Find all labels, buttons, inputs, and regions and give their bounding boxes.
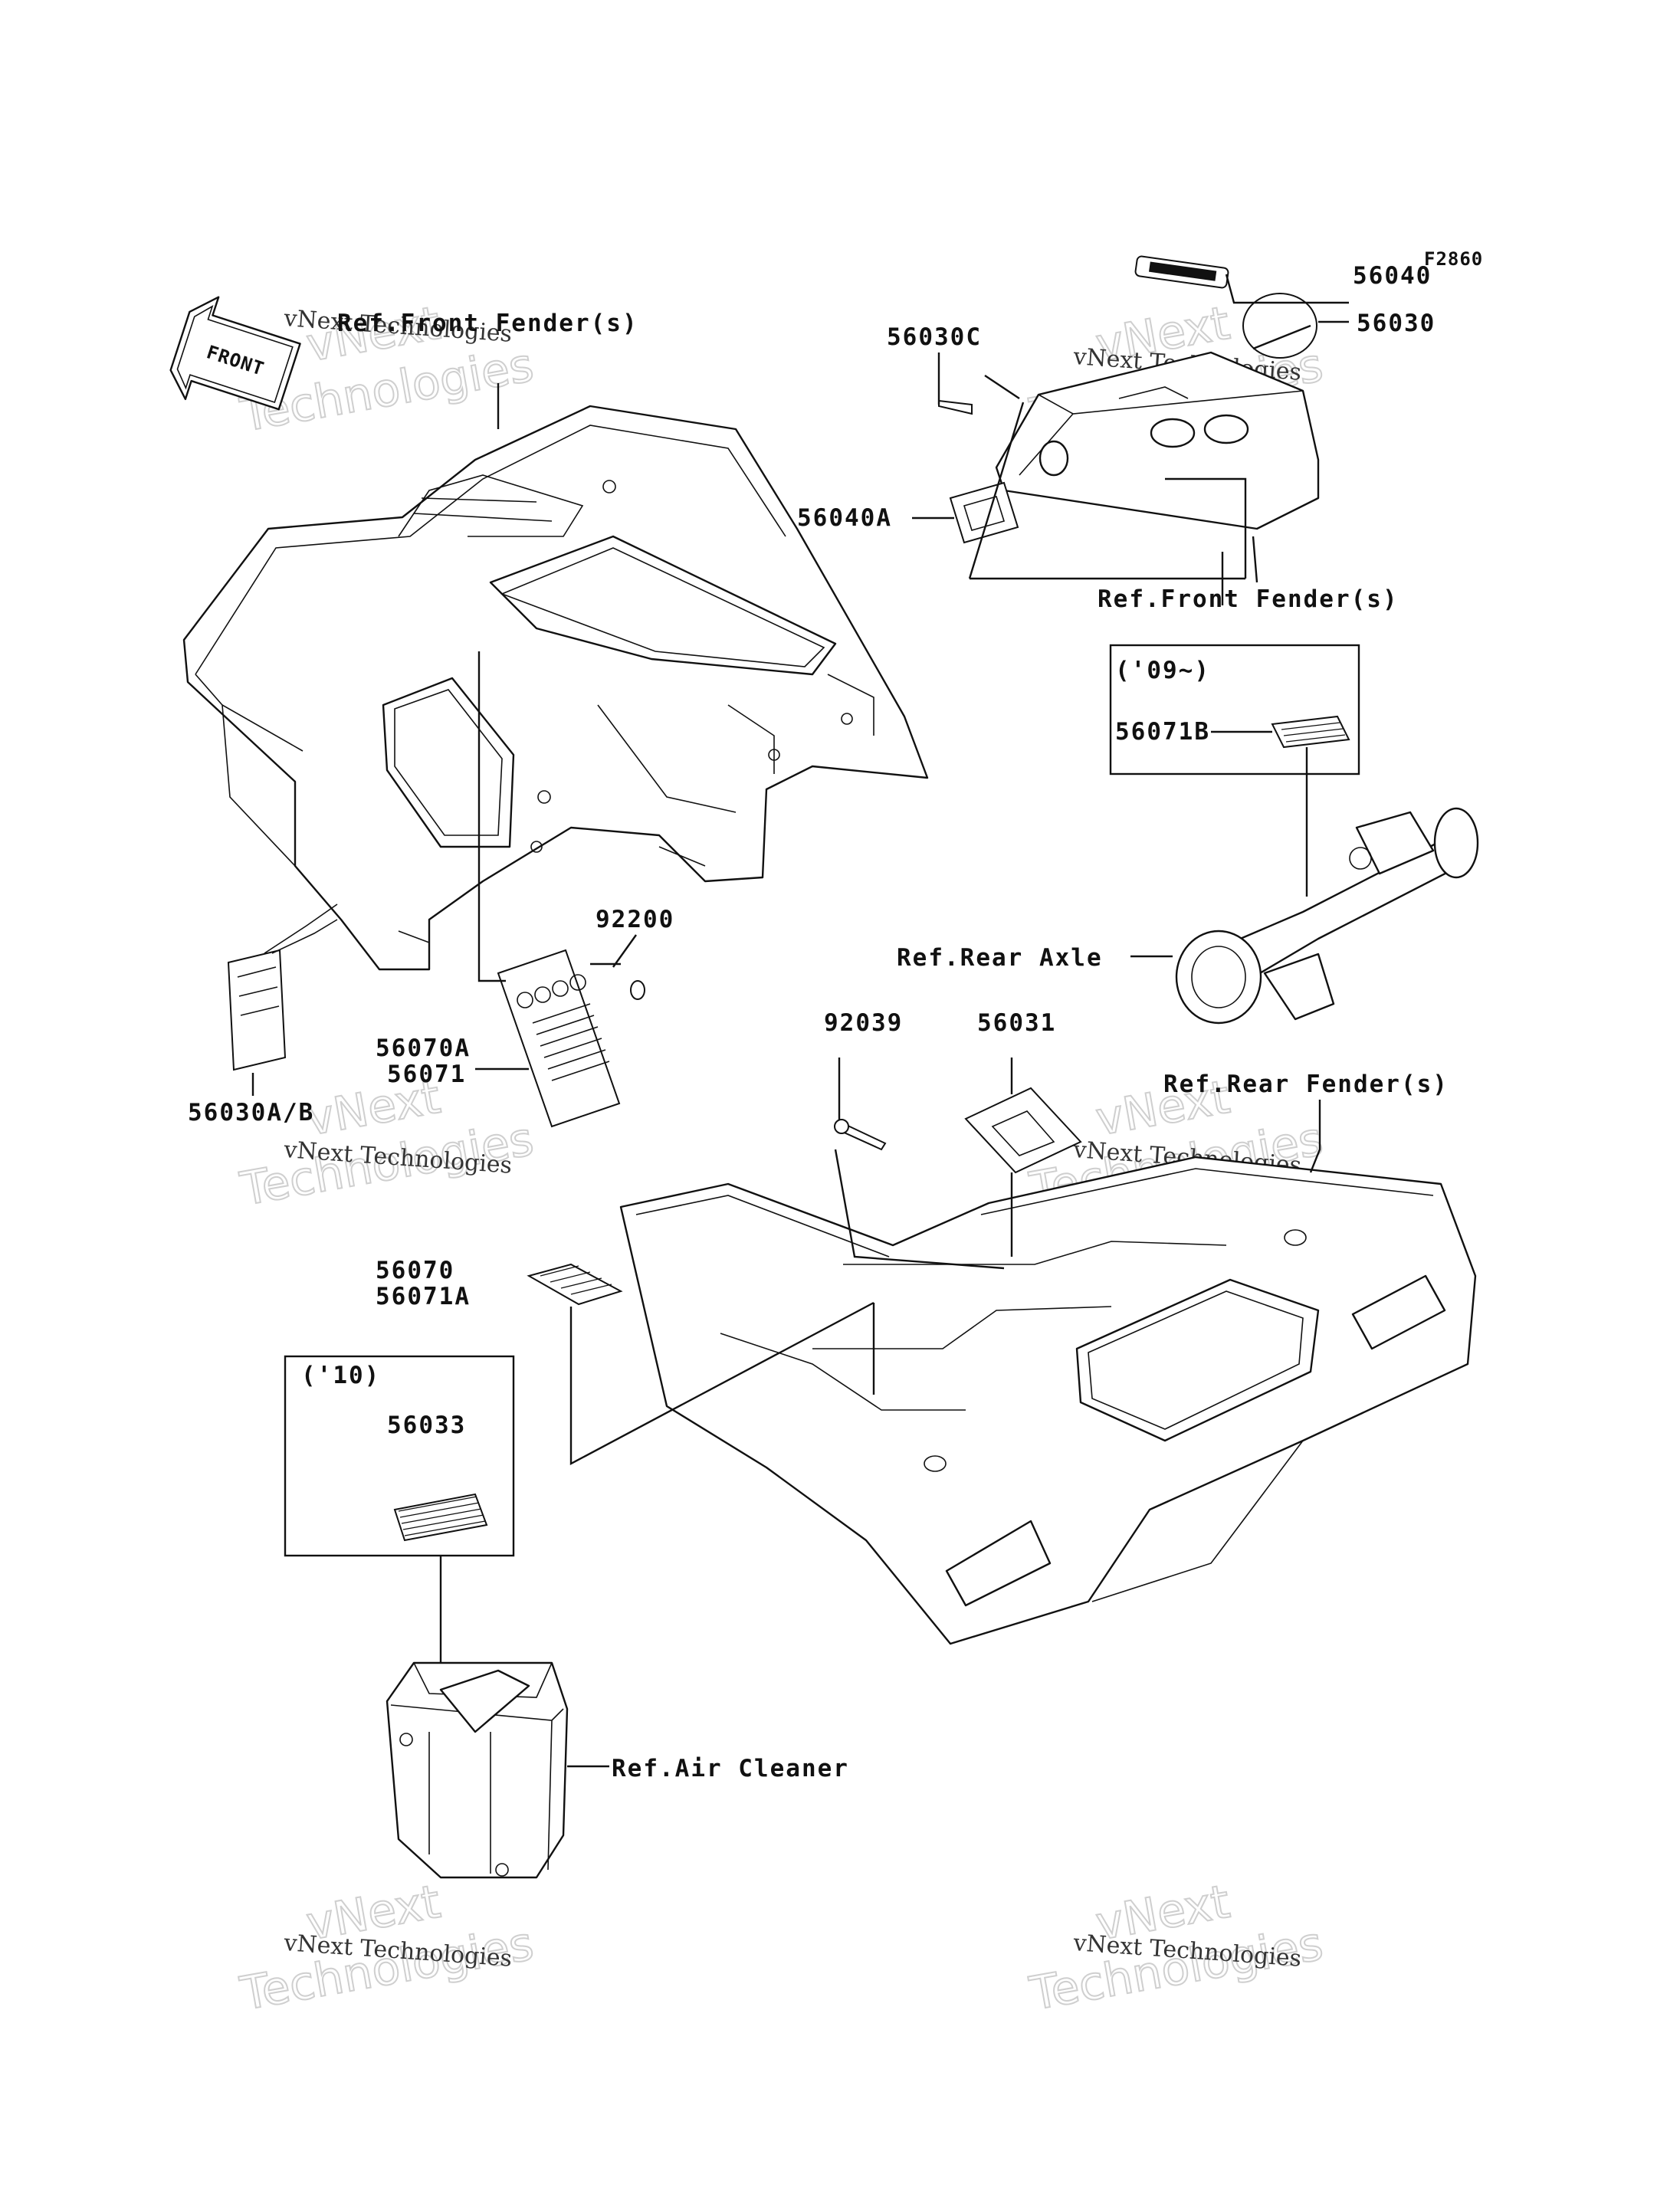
front-fender-drawing	[182, 405, 929, 971]
part-number-56071b: 56071B	[1115, 718, 1210, 746]
part-number-56030c: 56030C	[887, 323, 982, 351]
part-number-56031: 56031	[977, 1009, 1056, 1037]
leader-lines	[251, 274, 1360, 1768]
part-number-92039: 92039	[824, 1009, 903, 1037]
ref-front-fender-label-2: Ref.Front Fender(s)	[1098, 585, 1399, 613]
part-number-56033: 56033	[387, 1412, 466, 1439]
nut-92200-icon	[630, 980, 645, 1000]
ref-rear-axle-label: Ref.Rear Axle	[897, 944, 1103, 972]
decal-56033-icon	[393, 1493, 488, 1542]
part-number-56030ab: 56030A/B	[188, 1099, 314, 1126]
rivet-92039-icon	[834, 1119, 887, 1151]
part-number-92200: 92200	[596, 906, 674, 933]
year-box-10-label: ('10)	[301, 1362, 380, 1389]
part-number-56040a: 56040A	[797, 504, 892, 532]
decal-56070-icon	[527, 1263, 623, 1306]
ref-front-fender-label: Ref.Front Fender(s)	[337, 310, 638, 337]
figure-id: F2860	[1424, 248, 1483, 270]
decal-56040a-icon	[949, 481, 1019, 544]
year-box-09-label: ('09~)	[1115, 657, 1210, 684]
part-number-56070a: 56070A	[376, 1035, 471, 1062]
watermark-mid-left: vNext Technologies	[235, 1070, 538, 1218]
front-fender-top-view	[995, 351, 1320, 530]
part-number-56070: 56070	[376, 1257, 454, 1284]
rear-axle-drawing	[1175, 807, 1479, 1025]
ref-rear-fender-label: Ref.Rear Fender(s)	[1163, 1071, 1449, 1098]
decal-56071b-icon	[1271, 715, 1350, 749]
decal-56040-icon	[1134, 255, 1229, 289]
rear-fender-drawing	[619, 1156, 1477, 1645]
part-number-56071a: 56071A	[376, 1283, 471, 1310]
part-number-56040: 56040	[1353, 262, 1432, 290]
tag-56030ab-icon	[227, 903, 338, 1071]
decal-56030-icon	[1242, 293, 1317, 359]
decal-56031-icon	[964, 1087, 1082, 1174]
ref-air-cleaner-label: Ref.Air Cleaner	[612, 1755, 849, 1782]
decal-56030c-icon	[938, 399, 973, 415]
part-number-56030: 56030	[1357, 310, 1436, 337]
front-arrow-icon: FRONT	[169, 296, 301, 411]
air-cleaner-drawing	[386, 1661, 569, 1879]
part-number-56071: 56071	[387, 1061, 466, 1088]
decal-56070a-icon	[497, 949, 621, 1128]
